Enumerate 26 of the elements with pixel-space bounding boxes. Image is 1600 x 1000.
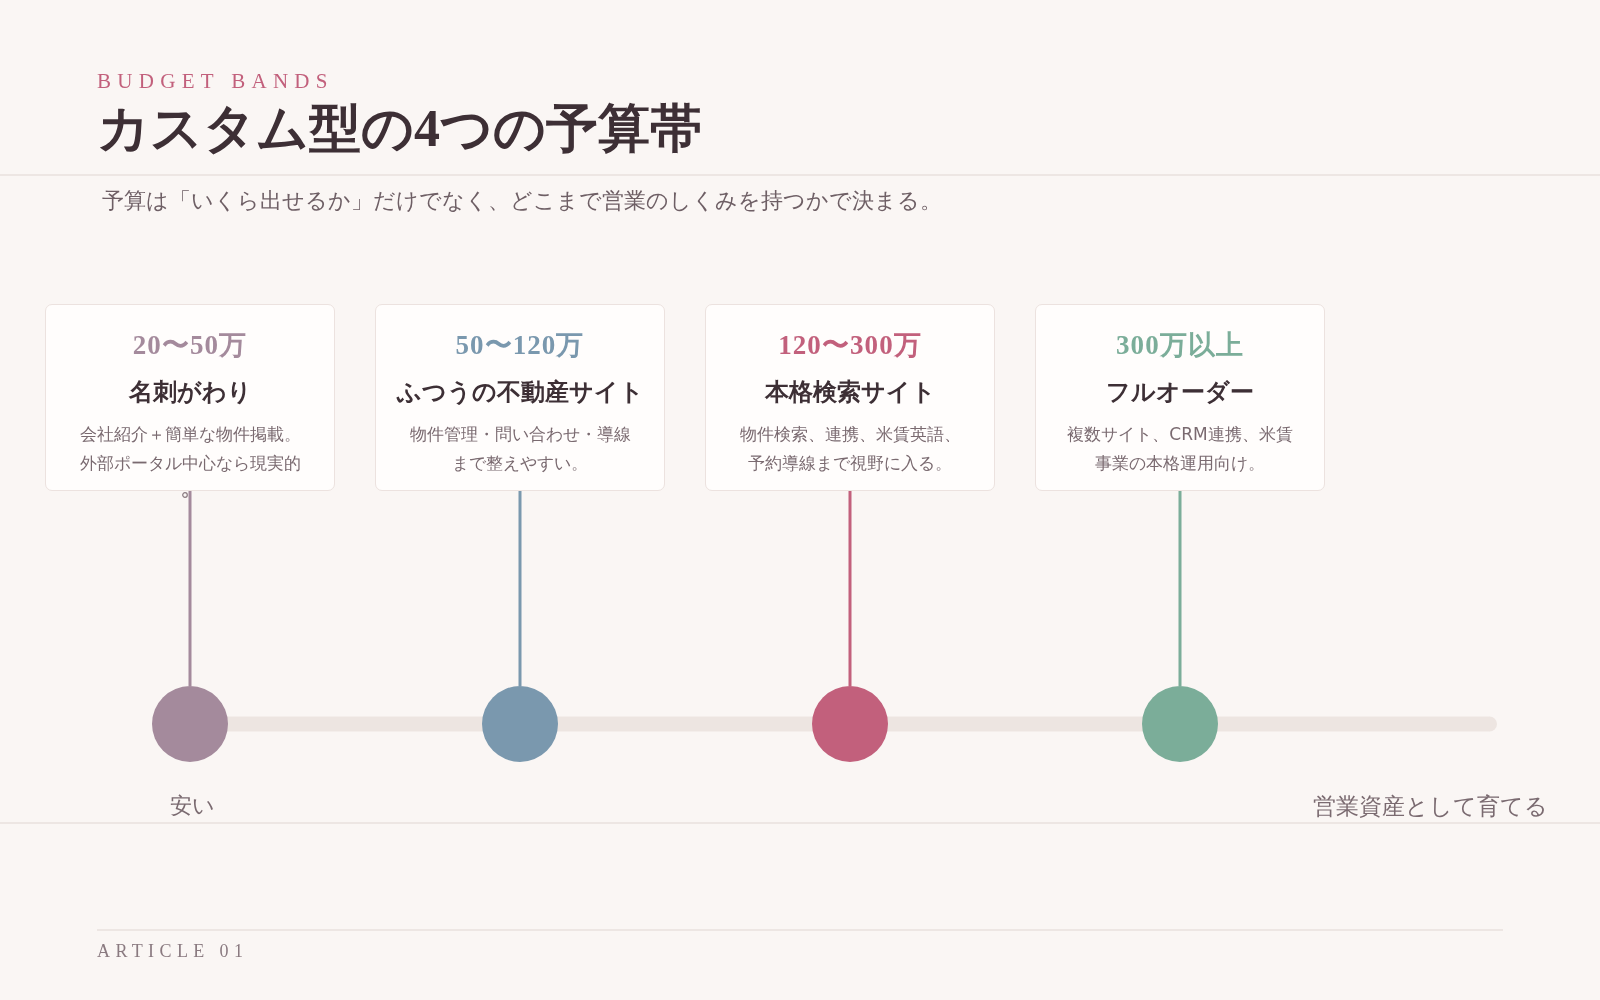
range-end-label: 営業資産として育てる [1313, 792, 1548, 821]
eyebrow-text: BUDGET BANDS [97, 68, 334, 94]
card-title: ふつうの不動産サイト [396, 377, 644, 408]
card-title: 名刺がわり [128, 377, 252, 408]
card-title: フルオーダー [1106, 377, 1254, 408]
subtitle-text: 予算は「いくら出せるか」だけでなく、どこまで営業のしくみを持つかで決まる。 [102, 187, 942, 215]
budget-card [705, 304, 995, 491]
card-description: 会社紹介＋簡単な物件掲載。外部ポータル中心なら現実的 [78, 423, 302, 475]
price-text: 20〜50万 [132, 329, 248, 362]
connector-line [1178, 491, 1182, 686]
price-text: 300万以上 [1116, 329, 1244, 362]
connector-line [188, 491, 192, 686]
budget-card [375, 304, 665, 491]
connector-line [848, 491, 852, 686]
connector-line [518, 491, 522, 686]
card-title: 本格検索サイト [764, 377, 936, 408]
page-title: カスタム型の4つの予算帯 [97, 99, 702, 159]
price-text: 50〜120万 [455, 329, 585, 362]
range-start-label: 安い [170, 792, 215, 820]
card-description: 物件検索、連携、米賃英語、予約導線まで視野に入る。 [738, 423, 962, 475]
footer-text: ARTICLE 01 [97, 940, 249, 963]
price-text: 120〜300万 [778, 329, 922, 362]
budget-card [1035, 304, 1325, 491]
card-description: 複数サイト、CRM連携、米賃事業の本格運用向け。 [1066, 423, 1294, 475]
budget-card [45, 304, 335, 491]
card-description: 物件管理・問い合わせ・導線まで整えやすい。 [408, 423, 632, 475]
